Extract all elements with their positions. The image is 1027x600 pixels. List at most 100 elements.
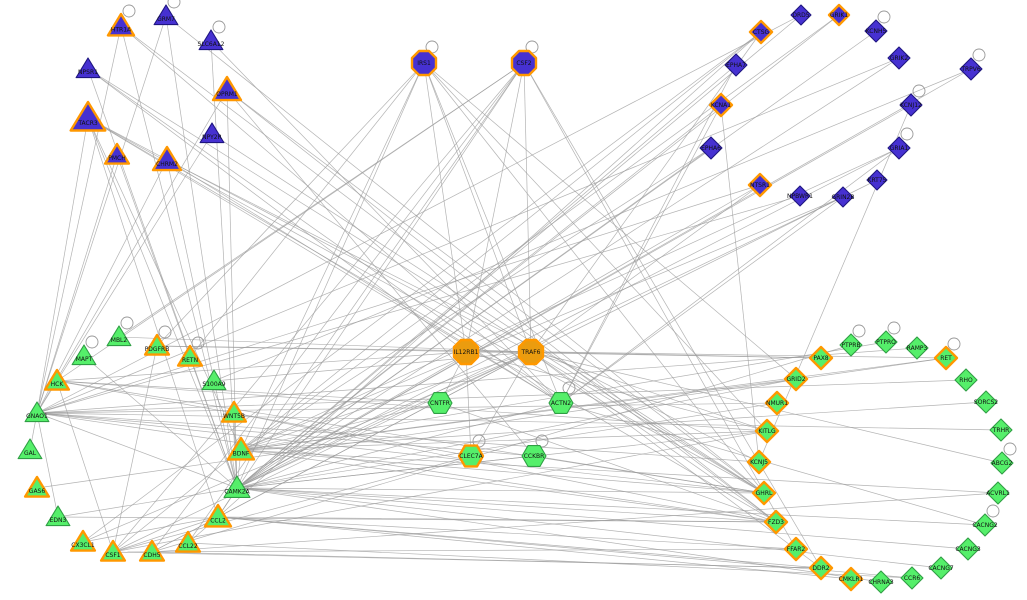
- node-NPY2R[interactable]: [199, 122, 225, 144]
- edge-GHRL-CAMK2A: [236, 487, 765, 494]
- node-CHRM2[interactable]: [151, 145, 183, 172]
- node-GRIK2[interactable]: [887, 46, 911, 70]
- node-CACNG2[interactable]: [973, 513, 997, 537]
- node-NTSR1[interactable]: [747, 172, 773, 198]
- edge-GRIN2B-BDNF: [240, 196, 844, 451]
- node-KRT75[interactable]: [866, 169, 888, 191]
- node-GAL[interactable]: [17, 438, 43, 460]
- node-CCL22[interactable]: [174, 530, 202, 553]
- node-RHO[interactable]: [954, 368, 978, 392]
- node-NMUR1[interactable]: [764, 390, 790, 416]
- edge-GRIA1-BDNF: [240, 147, 900, 451]
- node-EDN3[interactable]: [45, 505, 71, 527]
- node-FFAR2[interactable]: [783, 536, 809, 562]
- node-GRIK1[interactable]: [827, 3, 851, 27]
- node-FZD3[interactable]: [763, 509, 789, 535]
- edge-TACR3-CCL2: [87, 117, 219, 518]
- node-ABCG2[interactable]: [990, 451, 1014, 475]
- node-CAMK2A[interactable]: [223, 475, 251, 498]
- node-ACVRL1[interactable]: [986, 481, 1010, 505]
- node-TRPV6[interactable]: [959, 57, 983, 81]
- edge-PMCH-CAMK2A: [116, 154, 238, 489]
- node-PMCH[interactable]: [103, 142, 131, 165]
- node-EPHA6[interactable]: [699, 136, 723, 160]
- node-PTPRB[interactable]: [839, 333, 863, 357]
- node-GRID2[interactable]: [783, 366, 809, 392]
- self-loop-PTPRO: [887, 321, 901, 335]
- node-GHRL[interactable]: [751, 480, 777, 506]
- node-GAS6[interactable]: [23, 475, 51, 498]
- node-CX3CL1[interactable]: [69, 529, 97, 552]
- node-KCNA1[interactable]: [708, 92, 734, 118]
- node-NPSR1[interactable]: [75, 57, 101, 79]
- node-DDR2[interactable]: [808, 555, 834, 581]
- node-GRM7[interactable]: [153, 4, 179, 26]
- node-DRD5[interactable]: [790, 4, 812, 26]
- node-GRIA1[interactable]: [887, 136, 911, 160]
- node-KCNJ5[interactable]: [746, 449, 772, 475]
- node-TACR3[interactable]: [69, 100, 107, 132]
- edge-CTSG-CSF1: [112, 31, 762, 553]
- node-S100A9[interactable]: [201, 369, 227, 391]
- node-ACTN2[interactable]: [548, 392, 574, 414]
- node-EPHA7[interactable]: [724, 53, 748, 77]
- edge-FZD3-GNAO1: [36, 412, 777, 523]
- edge-CNTFR-HCK: [56, 380, 441, 404]
- node-KCNH5[interactable]: [864, 19, 888, 43]
- node-GNAO1[interactable]: [24, 401, 50, 423]
- self-loop-CACNG2: [986, 504, 1000, 518]
- node-CCR6[interactable]: [900, 566, 924, 590]
- edge-DDR2-TRAF6: [530, 351, 822, 569]
- edge-CSF2-CDH5: [151, 62, 525, 553]
- node-CCKBR[interactable]: [521, 445, 547, 467]
- self-loop-GRIA1: [900, 127, 914, 141]
- node-BDNF[interactable]: [226, 436, 256, 461]
- node-CACNG7[interactable]: [929, 556, 953, 580]
- node-IRS1[interactable]: [410, 49, 438, 77]
- node-CMKLR1[interactable]: [838, 566, 864, 592]
- node-GRIN2B[interactable]: [832, 186, 854, 208]
- node-PAX8[interactable]: [808, 345, 834, 371]
- node-CSF2[interactable]: [510, 49, 538, 77]
- node-KITLG[interactable]: [754, 418, 780, 444]
- edge-GRIN2B-ACTN2: [560, 196, 844, 404]
- edge-DRD5-CAMK2A: [236, 14, 802, 489]
- node-PTPRO[interactable]: [874, 330, 898, 354]
- node-NPBWR1[interactable]: [789, 185, 811, 207]
- node-MBL2[interactable]: [106, 325, 132, 347]
- edge-GHRL-GNAO1: [36, 412, 765, 494]
- node-RETN[interactable]: [176, 344, 204, 367]
- edge-OPRM1-GNAO1: [36, 89, 228, 414]
- node-RAMP3[interactable]: [905, 336, 929, 360]
- nodes-layer: [17, 3, 1014, 594]
- node-TRAF6[interactable]: [517, 338, 545, 366]
- node-CNTFR[interactable]: [427, 392, 453, 414]
- node-HCK[interactable]: [43, 368, 71, 391]
- node-OPRM1[interactable]: [211, 75, 243, 102]
- edge-CACNG2-ACTN2: [560, 402, 986, 526]
- edge-TRHR-GNAO1: [36, 412, 1002, 431]
- node-KCNJ12[interactable]: [899, 93, 923, 117]
- node-PDGFRB[interactable]: [143, 333, 171, 356]
- node-CDH5[interactable]: [138, 539, 166, 562]
- edge-CACNG3-CAMK2A: [236, 487, 969, 550]
- node-CACNG3[interactable]: [956, 537, 980, 561]
- node-IL12RB1[interactable]: [452, 338, 480, 366]
- node-CCL2[interactable]: [203, 503, 233, 528]
- node-HTR1A[interactable]: [106, 12, 136, 37]
- node-CLEC7A[interactable]: [457, 444, 485, 468]
- edge-FFAR2-CSF1: [112, 548, 797, 553]
- node-SORCS2[interactable]: [974, 390, 998, 414]
- node-CSF1[interactable]: [99, 539, 127, 562]
- edge-CCL2-CX3CL1: [82, 516, 219, 543]
- edge-GHRL-BDNF: [240, 449, 765, 494]
- node-RET[interactable]: [933, 345, 959, 371]
- node-SLC6A12[interactable]: [198, 29, 224, 51]
- node-CTSG[interactable]: [748, 19, 774, 45]
- edge-FZD3-TRAF6: [530, 351, 777, 523]
- node-CHRNA3[interactable]: [869, 570, 893, 594]
- node-WNT5B[interactable]: [220, 400, 248, 423]
- node-TRHR[interactable]: [989, 418, 1013, 442]
- node-MAPT[interactable]: [71, 344, 97, 366]
- self-loop-KCNJ12: [912, 84, 926, 98]
